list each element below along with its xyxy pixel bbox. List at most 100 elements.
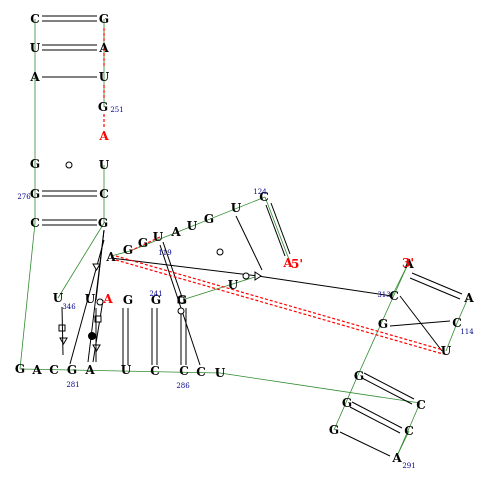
pair-single [235,215,263,271]
triangle-glyph [254,271,262,281]
red-dashed-pairs [103,28,444,355]
nucleotide-u: U [187,219,198,233]
square-glyph [177,296,185,304]
triangle-glyph [59,337,68,345]
circle-glyph [177,307,185,315]
nucleotide-g: G [123,243,133,257]
nucleotide-u: U [215,366,226,380]
tertiary-line [257,275,393,297]
pair-single [339,431,391,457]
nucleotide-g: G [177,293,187,307]
nucleotide-u: U [231,201,242,215]
nucleotide-g: G [123,293,133,307]
nucleotide-g: G [98,100,108,114]
nucleotide-u: U [228,278,239,292]
nucleotide-u: U [441,344,452,358]
nucleotide-c: C [99,187,109,201]
residue-number-label: 114 [460,328,474,336]
residue-number-label: 281 [66,381,79,389]
nucleotide-a: A [31,363,42,377]
tertiary-line [159,244,201,366]
pair-double [409,277,461,300]
tertiary-line [69,239,105,365]
nucleotide-a: A [84,363,95,377]
backbone-segment [357,263,409,376]
glyph-connector [61,306,64,356]
strand-end-label: 3' [402,256,414,270]
pair-double [411,272,463,295]
nucleotide-a: A [98,41,109,55]
residue-number-label: 276 [17,193,31,201]
backbone-segment [110,250,131,257]
residue-number-label: 124 [253,188,267,196]
backbone-segment [181,275,259,301]
nucleotide-g: G [15,362,25,376]
backbone-segment [19,368,221,374]
residue-number-label: 241 [149,290,162,298]
circle-glyph [242,272,250,280]
nucleotide-u: U [85,292,96,306]
nucleotide-a: A [98,129,109,143]
pair-single [399,295,443,352]
residue-number-label: 286 [176,382,190,390]
backbone-segment [391,263,409,297]
red-dashed-pair [129,236,161,252]
circle-glyph [65,161,73,169]
nucleotide-a: A [105,250,116,264]
circle-glyph [216,248,224,256]
nucleotide-c: C [49,363,59,377]
residue-number-label: 346 [62,303,76,311]
nucleotide-a: A [170,225,181,239]
nucleotide-u: U [121,363,132,377]
pair-double [363,372,415,400]
nucleotide-a: A [282,256,293,270]
backbone-segment [333,374,359,431]
nucleotide-g: G [30,157,40,171]
nucleotide-c: C [389,289,399,303]
nucleotide-g: G [30,187,40,201]
nucleotide-u: U [153,230,164,244]
nucleotide-c: C [30,12,40,26]
residue-number-label: 291 [402,462,415,470]
nucleotide-c: C [196,365,206,379]
pair-double [361,377,413,405]
pair-double [270,202,291,255]
backbone-segment [456,297,469,324]
circle-glyph [96,298,104,306]
nucleotide-a: A [102,292,113,306]
nucleotide-g: G [342,396,352,410]
residue-number-label: 119 [158,249,171,257]
residue-number-label: 313 [377,291,390,299]
nucleotide-c: C [30,216,40,230]
glyph-connectors [61,306,97,362]
square-glyph [94,315,102,323]
backbone-segment [264,196,291,263]
nucleotide-c: C [150,364,160,378]
nucleotide-g: G [204,212,214,226]
nucleotide-g: G [329,423,339,437]
tertiary-line [87,229,105,363]
filled-circle-glyph [88,332,96,340]
nucleotide-g: G [138,236,148,250]
nucleotide-u: U [99,158,110,172]
pair-double [265,204,286,257]
nucleotide-a: A [403,257,414,271]
backbone-segment [19,222,36,370]
nucleotide-g: G [99,12,109,26]
nucleotide-a: A [29,70,40,84]
backbone-segment [129,196,266,252]
nucleotide-g: G [67,363,77,377]
strand-end-label: 5' [291,257,303,271]
nucleotide-a: A [391,451,402,465]
residue-number-label: 251 [110,106,123,114]
nucleotide-g: G [151,293,161,307]
tertiary-line [162,241,185,304]
nucleotide-u: U [53,291,64,305]
nucleotide-c: C [259,190,269,204]
tertiary-line [92,299,104,363]
nucleotide-u: U [99,70,110,84]
triangle-glyph [92,263,101,271]
